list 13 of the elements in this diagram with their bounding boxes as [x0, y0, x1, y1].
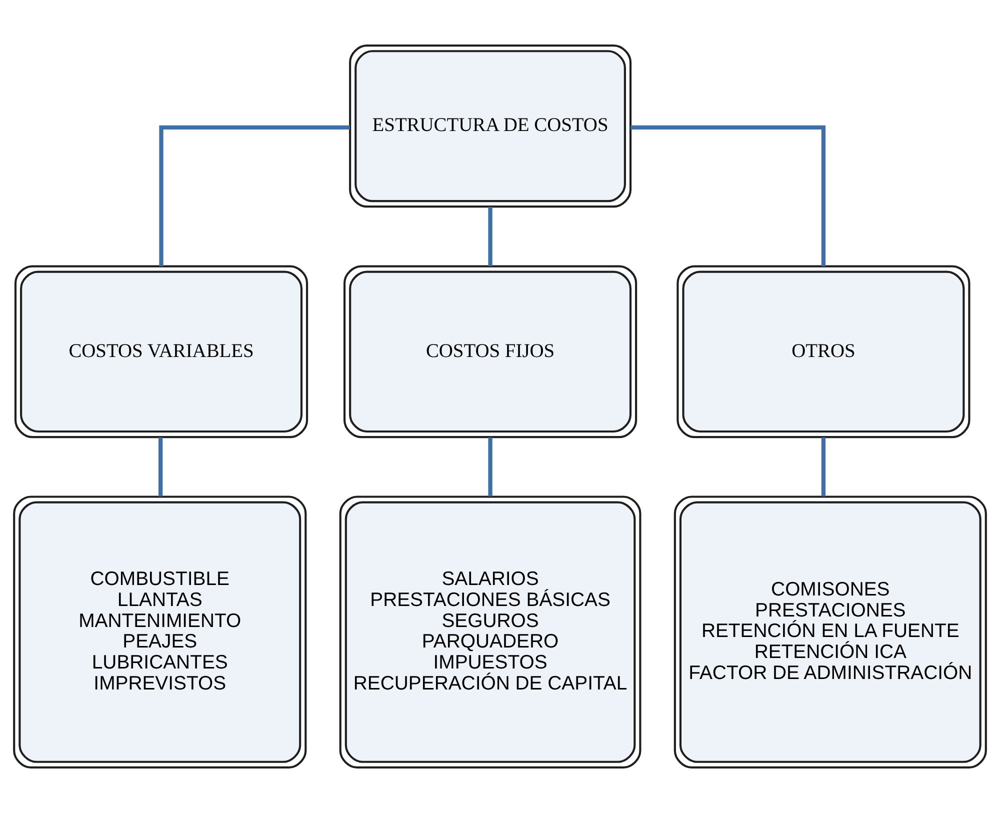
- connector: [821, 437, 826, 496]
- node-box: SALARIOS PRESTACIONES BÁSICAS SEGUROS PARQUADERO IMPUESTOS RECUPERACIÓN DE CAPITAL: [339, 496, 642, 768]
- node-box: COSTOS FIJOS: [343, 265, 638, 438]
- connector: [159, 125, 350, 266]
- connector: [158, 437, 163, 496]
- node-box: COMISONES PRESTACIONES RETENCIÓN EN LA FUENTE RETENCIÓN ICA FACTOR DE ADMINISTRACIÓN: [674, 496, 987, 768]
- node-box: OTROS: [676, 265, 970, 438]
- connector: [488, 437, 492, 496]
- connector: [488, 206, 492, 266]
- node-box: COMBUSTIBLE LLANTAS MANTENIMIENTO PEAJES LUBRICANTES IMPREVISTOS: [13, 496, 307, 768]
- connector: [630, 125, 826, 266]
- node-box: ESTRUCTURA DE COSTOS: [349, 44, 632, 208]
- node-box: COSTOS VARIABLES: [14, 265, 308, 438]
